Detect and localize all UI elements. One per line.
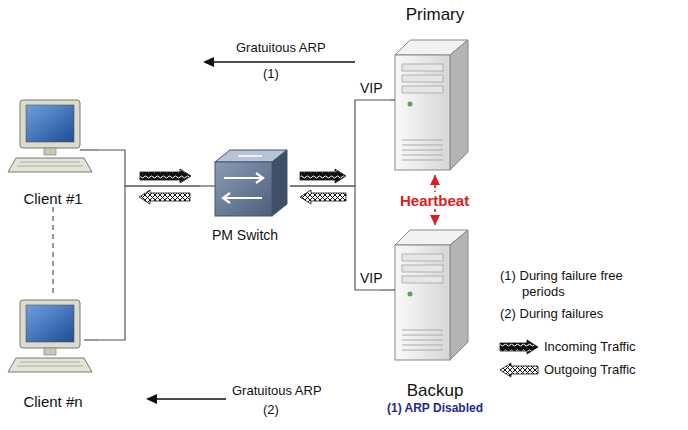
legend-sample [500, 340, 538, 354]
network-host: Client #1 [8, 95, 98, 207]
server-icon [395, 230, 468, 360]
computer-icon [8, 300, 92, 372]
legend-text: (2) During failures [500, 306, 680, 322]
arp-label: Gratuitous ARP [232, 383, 322, 398]
network-host: Client #n [8, 295, 98, 410]
network-link [98, 186, 200, 340]
computer-icon [8, 100, 92, 172]
network-link [98, 150, 200, 186]
legend-sample [500, 363, 538, 377]
legend-text: Outgoing Traffic [544, 362, 679, 378]
legend-text: Incoming Traffic [544, 339, 679, 355]
host-label: Client #n [23, 393, 82, 410]
outgoing-traffic-arrow [300, 190, 346, 204]
callout-number: (2) [263, 402, 279, 417]
host-note: (1) ARP Disabled [387, 401, 483, 415]
network-host: Primary [390, 5, 480, 175]
arp-label: Gratuitous ARP [236, 40, 326, 55]
host-label: Backup [407, 381, 464, 401]
incoming-traffic-arrow [300, 169, 346, 183]
network-host: PM Switch [200, 145, 290, 243]
vip-label: VIP [360, 80, 383, 96]
arp-arrow [155, 398, 226, 400]
incoming-traffic-arrow [140, 169, 191, 183]
host-label: Client #1 [23, 190, 82, 207]
server-icon [395, 40, 468, 170]
network-host: Backup(1) ARP Disabled [380, 225, 490, 415]
network-link [290, 100, 390, 186]
callout-number: (1) [263, 66, 279, 81]
outgoing-traffic-arrow [139, 190, 190, 204]
arp-arrow [212, 61, 355, 63]
legend-text: (1) During failure free periods [500, 268, 650, 300]
vip-label: VIP [360, 270, 383, 286]
network-link [52, 207, 53, 295]
link-label: Heartbeat [397, 192, 472, 209]
host-label: PM Switch [212, 227, 278, 243]
switch-icon [215, 150, 287, 216]
host-label: Primary [406, 5, 465, 25]
